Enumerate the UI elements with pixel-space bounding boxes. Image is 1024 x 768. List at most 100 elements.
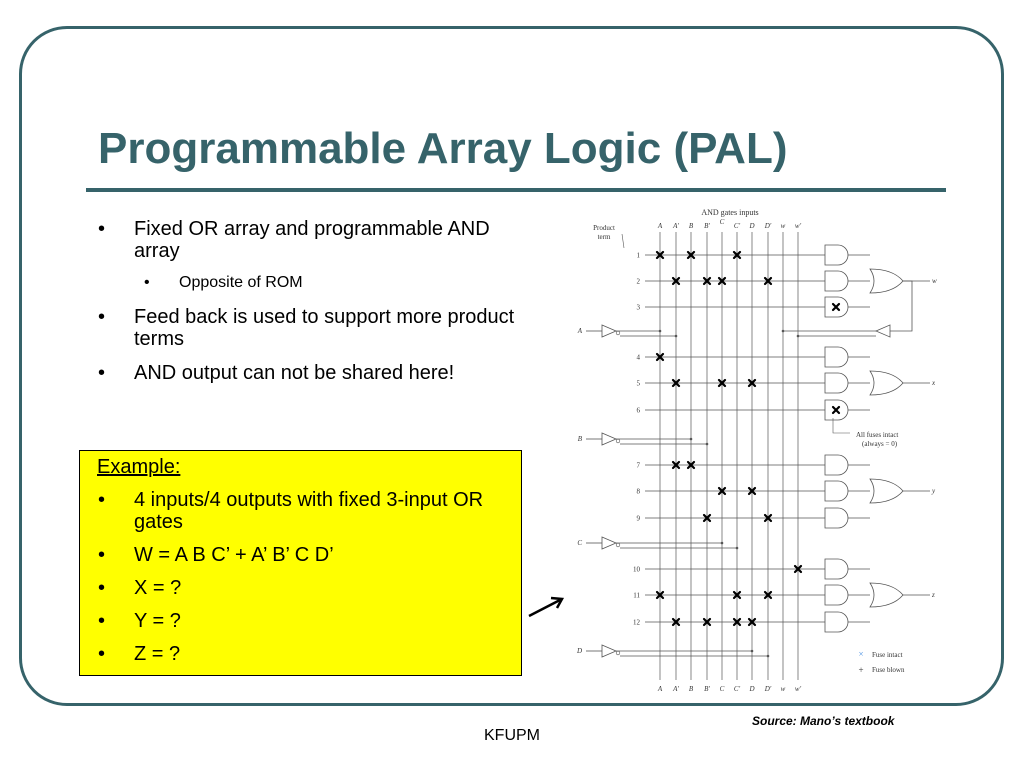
row-number: 3 xyxy=(637,304,641,312)
junction-dot xyxy=(720,541,724,545)
and-gate xyxy=(824,507,849,529)
column-label-bottom: D xyxy=(748,685,754,693)
inverter-bubble xyxy=(615,438,621,444)
column-label-top: D xyxy=(748,222,754,230)
fuse-mark xyxy=(686,250,696,260)
and-gate xyxy=(824,270,849,292)
junction-dot xyxy=(750,649,754,653)
fuse-mark xyxy=(831,405,841,415)
title-underline xyxy=(86,188,946,192)
slide-frame xyxy=(19,26,1004,706)
row-number: 9 xyxy=(637,515,641,523)
feedback-buffer xyxy=(874,324,891,338)
input-label: D xyxy=(576,647,582,655)
fuse-mark xyxy=(831,302,841,312)
fuse-mark xyxy=(763,590,773,600)
example-item: Z = ? xyxy=(96,643,521,665)
legend-intact-label: Fuse intact xyxy=(872,651,903,659)
junction-dot xyxy=(781,329,785,333)
fuse-mark xyxy=(747,617,757,627)
example-heading: Example: xyxy=(97,456,181,478)
fuse-mark xyxy=(702,617,712,627)
example-item: 4 inputs/4 outputs with fixed 3-input OR… xyxy=(96,489,521,533)
fuse-mark xyxy=(732,617,742,627)
and-gate xyxy=(824,372,849,394)
and-gate xyxy=(824,346,849,368)
inverter-bubble xyxy=(615,542,621,548)
or-gate xyxy=(869,478,904,504)
fuse-mark xyxy=(732,590,742,600)
product-term-label: term xyxy=(598,233,611,241)
legend-blown-label: Fuse blown xyxy=(872,666,905,674)
junction-dot xyxy=(766,654,770,658)
row-number: 1 xyxy=(637,252,641,260)
fuse-mark xyxy=(671,378,681,388)
column-label-top: D' xyxy=(764,222,772,230)
junction-dot xyxy=(674,334,678,338)
or-gate xyxy=(869,268,904,294)
bullet-list: Fixed OR array and programmable AND arra… xyxy=(96,218,526,396)
column-label-bottom: B xyxy=(689,685,694,693)
column-label-bottom: C xyxy=(720,685,725,693)
inverter-bubble xyxy=(615,330,621,336)
fuse-blown-icon: + xyxy=(858,665,863,675)
and-gate xyxy=(824,584,849,606)
inverter-bubble xyxy=(615,650,621,656)
fuse-mark xyxy=(686,460,696,470)
fuse-mark xyxy=(732,250,742,260)
fuse-mark xyxy=(671,276,681,286)
and-gate xyxy=(824,611,849,633)
fuse-mark xyxy=(671,460,681,470)
column-label-top: A xyxy=(657,222,663,230)
fuse-mark xyxy=(747,486,757,496)
column-label-top: A' xyxy=(672,222,679,230)
fuse-mark xyxy=(717,378,727,388)
column-label-bottom: C' xyxy=(734,685,741,693)
row-number: 7 xyxy=(637,462,641,470)
column-label-top: B' xyxy=(704,222,710,230)
fuse-mark xyxy=(671,617,681,627)
output-label: z xyxy=(931,591,935,599)
bullet-item: Feed back is used to support more produc… xyxy=(96,306,526,350)
pointer-arrow-icon xyxy=(528,596,565,618)
row-number: 12 xyxy=(633,619,641,627)
fuse-mark xyxy=(717,486,727,496)
junction-dot xyxy=(689,437,693,441)
note-text: (always = 0) xyxy=(862,440,898,448)
and-gate xyxy=(824,454,849,476)
fuse-mark xyxy=(763,513,773,523)
junction-dot xyxy=(658,329,662,333)
junction-dot xyxy=(705,442,709,446)
footer-text: KFUPM xyxy=(484,727,540,744)
fuse-mark xyxy=(655,590,665,600)
column-label-bottom: B' xyxy=(704,685,710,693)
fuse-mark xyxy=(793,564,803,574)
row-number: 5 xyxy=(637,380,641,388)
product-term-label: Product xyxy=(593,224,615,232)
column-label-top: C xyxy=(720,218,725,226)
output-label: w xyxy=(932,277,937,285)
row-number: 4 xyxy=(637,354,641,362)
fuse-mark xyxy=(702,513,712,523)
column-label-bottom: A' xyxy=(672,685,679,693)
sub-bullet-item: Opposite of ROM xyxy=(96,272,526,294)
example-item: X = ? xyxy=(96,577,521,599)
note-text: All fuses intact xyxy=(856,431,898,439)
and-gate xyxy=(824,558,849,580)
column-label-bottom: A xyxy=(657,685,663,693)
and-gate xyxy=(824,244,849,266)
note-pointer xyxy=(832,418,850,434)
bullet-item: AND output can not be shared here! xyxy=(96,362,526,384)
example-item: Y = ? xyxy=(96,610,521,632)
product-term-pointer xyxy=(621,233,625,249)
pal-diagram: AND gates inputsProducttermAAA'A'BBB'B'C… xyxy=(576,208,937,693)
row-number: 2 xyxy=(637,278,641,286)
input-buffer xyxy=(601,324,618,338)
fuse-intact-icon: × xyxy=(858,649,863,659)
junction-dot xyxy=(796,334,800,338)
column-label-top: C' xyxy=(734,222,741,230)
row-number: 10 xyxy=(633,566,641,574)
fuse-mark xyxy=(702,276,712,286)
row-number: 6 xyxy=(637,407,641,415)
fuse-mark xyxy=(655,352,665,362)
